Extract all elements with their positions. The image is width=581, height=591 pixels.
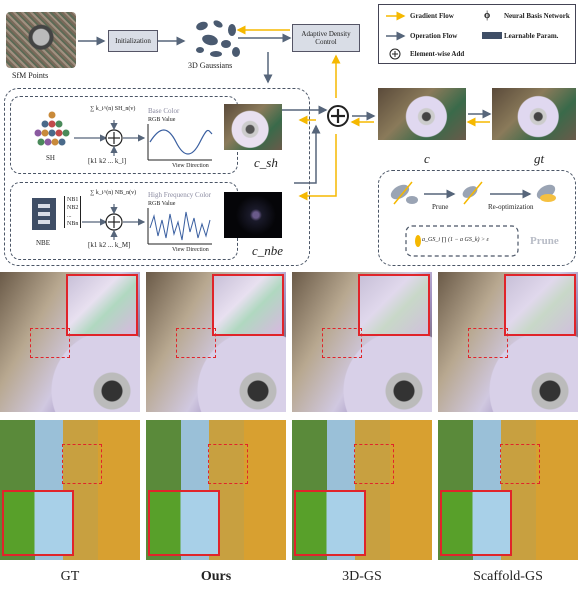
nbe-label: NBE [36, 239, 50, 247]
sh-rgb-value: RGB Value [148, 117, 176, 123]
nbe-rgb-value: RGB Value [148, 201, 176, 207]
gaussians-icon [196, 20, 240, 57]
cd-ours-zoom [212, 274, 284, 336]
c-sh-image [224, 104, 282, 150]
caption-scaffold: Scaffold-GS [473, 569, 543, 584]
cd-3dgs-zoom [358, 274, 430, 336]
legend-swatches [386, 11, 502, 60]
base-color-plot [147, 124, 213, 161]
cd-ours-crop-marker [176, 328, 216, 358]
prune-formula: a_GS_i ∏ (1 − a GS_k) > ε [422, 237, 489, 243]
cd-3dgs-crop-marker [322, 328, 362, 358]
sh-label: SH [46, 154, 55, 162]
nbe-add-icon [82, 204, 146, 240]
prune-illustration [390, 181, 556, 257]
prune-big-label: Prune [530, 235, 559, 247]
nbe-k-vector: [k1 k2 ... k_M] [88, 241, 131, 249]
initialization-label: Initialization [115, 36, 151, 45]
sfm-points-image [6, 12, 76, 68]
caption-3dgs: 3D-GS [342, 569, 382, 584]
nb-vector: NB1 NB2 ... NBn [64, 196, 82, 228]
nb-item-1: NB1 [67, 197, 79, 203]
legend-gradient-flow: Gradient Flow [410, 12, 454, 20]
sh-add-icon [74, 120, 146, 156]
sh-k-vector: [k1 k2 ... k_l] [88, 157, 127, 165]
legend-learnable-param: Learnable Param. [504, 32, 559, 40]
gaussians-label: 3D Gaussians [188, 61, 233, 70]
legend-box [378, 4, 576, 64]
bottle-scaffold-zoom [440, 490, 512, 556]
prune-label: Prune [432, 203, 449, 211]
cd-scaffold-crop-marker [468, 328, 508, 358]
nb-item-3: ... [67, 213, 72, 219]
nb-item-4: NBn [67, 221, 79, 227]
initialization-box: Initialization [108, 30, 158, 52]
caption-ours: Ours [200, 569, 232, 584]
caption-gt: GT [60, 569, 80, 584]
adc-box: Adaptive Density Control [292, 24, 360, 52]
prune-container [378, 170, 576, 266]
cd-scaffold-zoom [504, 274, 576, 336]
c-label: c [424, 151, 430, 166]
nbe-formula: ∑ k_i^(n) NB_n(v) [90, 190, 137, 196]
rendered-c-image [378, 88, 466, 140]
c-nbe-label: c_nbe [252, 243, 284, 258]
high-freq-plot [147, 208, 212, 245]
color-module-container [4, 88, 310, 266]
bottle-ours-zoom [148, 490, 220, 556]
legend-neural-basis: Neural Basis Network [504, 12, 570, 20]
legend-element-add: Element-wise Add [410, 50, 465, 58]
c-sh-label: c_sh [254, 155, 278, 170]
cd-gt-zoom [66, 274, 138, 336]
sfm-label: SfM Points [12, 71, 49, 80]
nbe-view-direction: View Direction [172, 247, 209, 253]
gt-label: gt [534, 151, 545, 166]
sh-view-direction: View Direction [172, 163, 209, 169]
sh-basis-icon [34, 111, 70, 146]
element-add-icon [327, 105, 349, 127]
legend-operation-flow: Operation Flow [410, 32, 458, 40]
bottle-gt-crop-marker [62, 444, 102, 484]
bottle-3dgs-crop-marker [354, 444, 394, 484]
bottle-gt-zoom [2, 490, 74, 556]
gt-image [492, 88, 576, 140]
bottle-3dgs-zoom [294, 490, 366, 556]
c-nbe-image [224, 192, 282, 238]
bottle-scaffold-crop-marker [500, 444, 540, 484]
cd-gt-crop-marker [30, 328, 70, 358]
legend-phi: ϕ [484, 10, 491, 21]
high-freq-title: High Frequency Color [148, 191, 211, 199]
bottle-ours-crop-marker [208, 444, 248, 484]
nbe-network-icon [32, 198, 56, 230]
adc-label: Adaptive Density Control [301, 29, 351, 46]
base-color-title: Base Color [148, 107, 180, 115]
nb-item-2: NB2 [67, 205, 79, 211]
reopt-label: Re-optimization [488, 203, 534, 211]
sh-formula: ∑ k_i^(n) SH_n(v) [90, 106, 136, 112]
